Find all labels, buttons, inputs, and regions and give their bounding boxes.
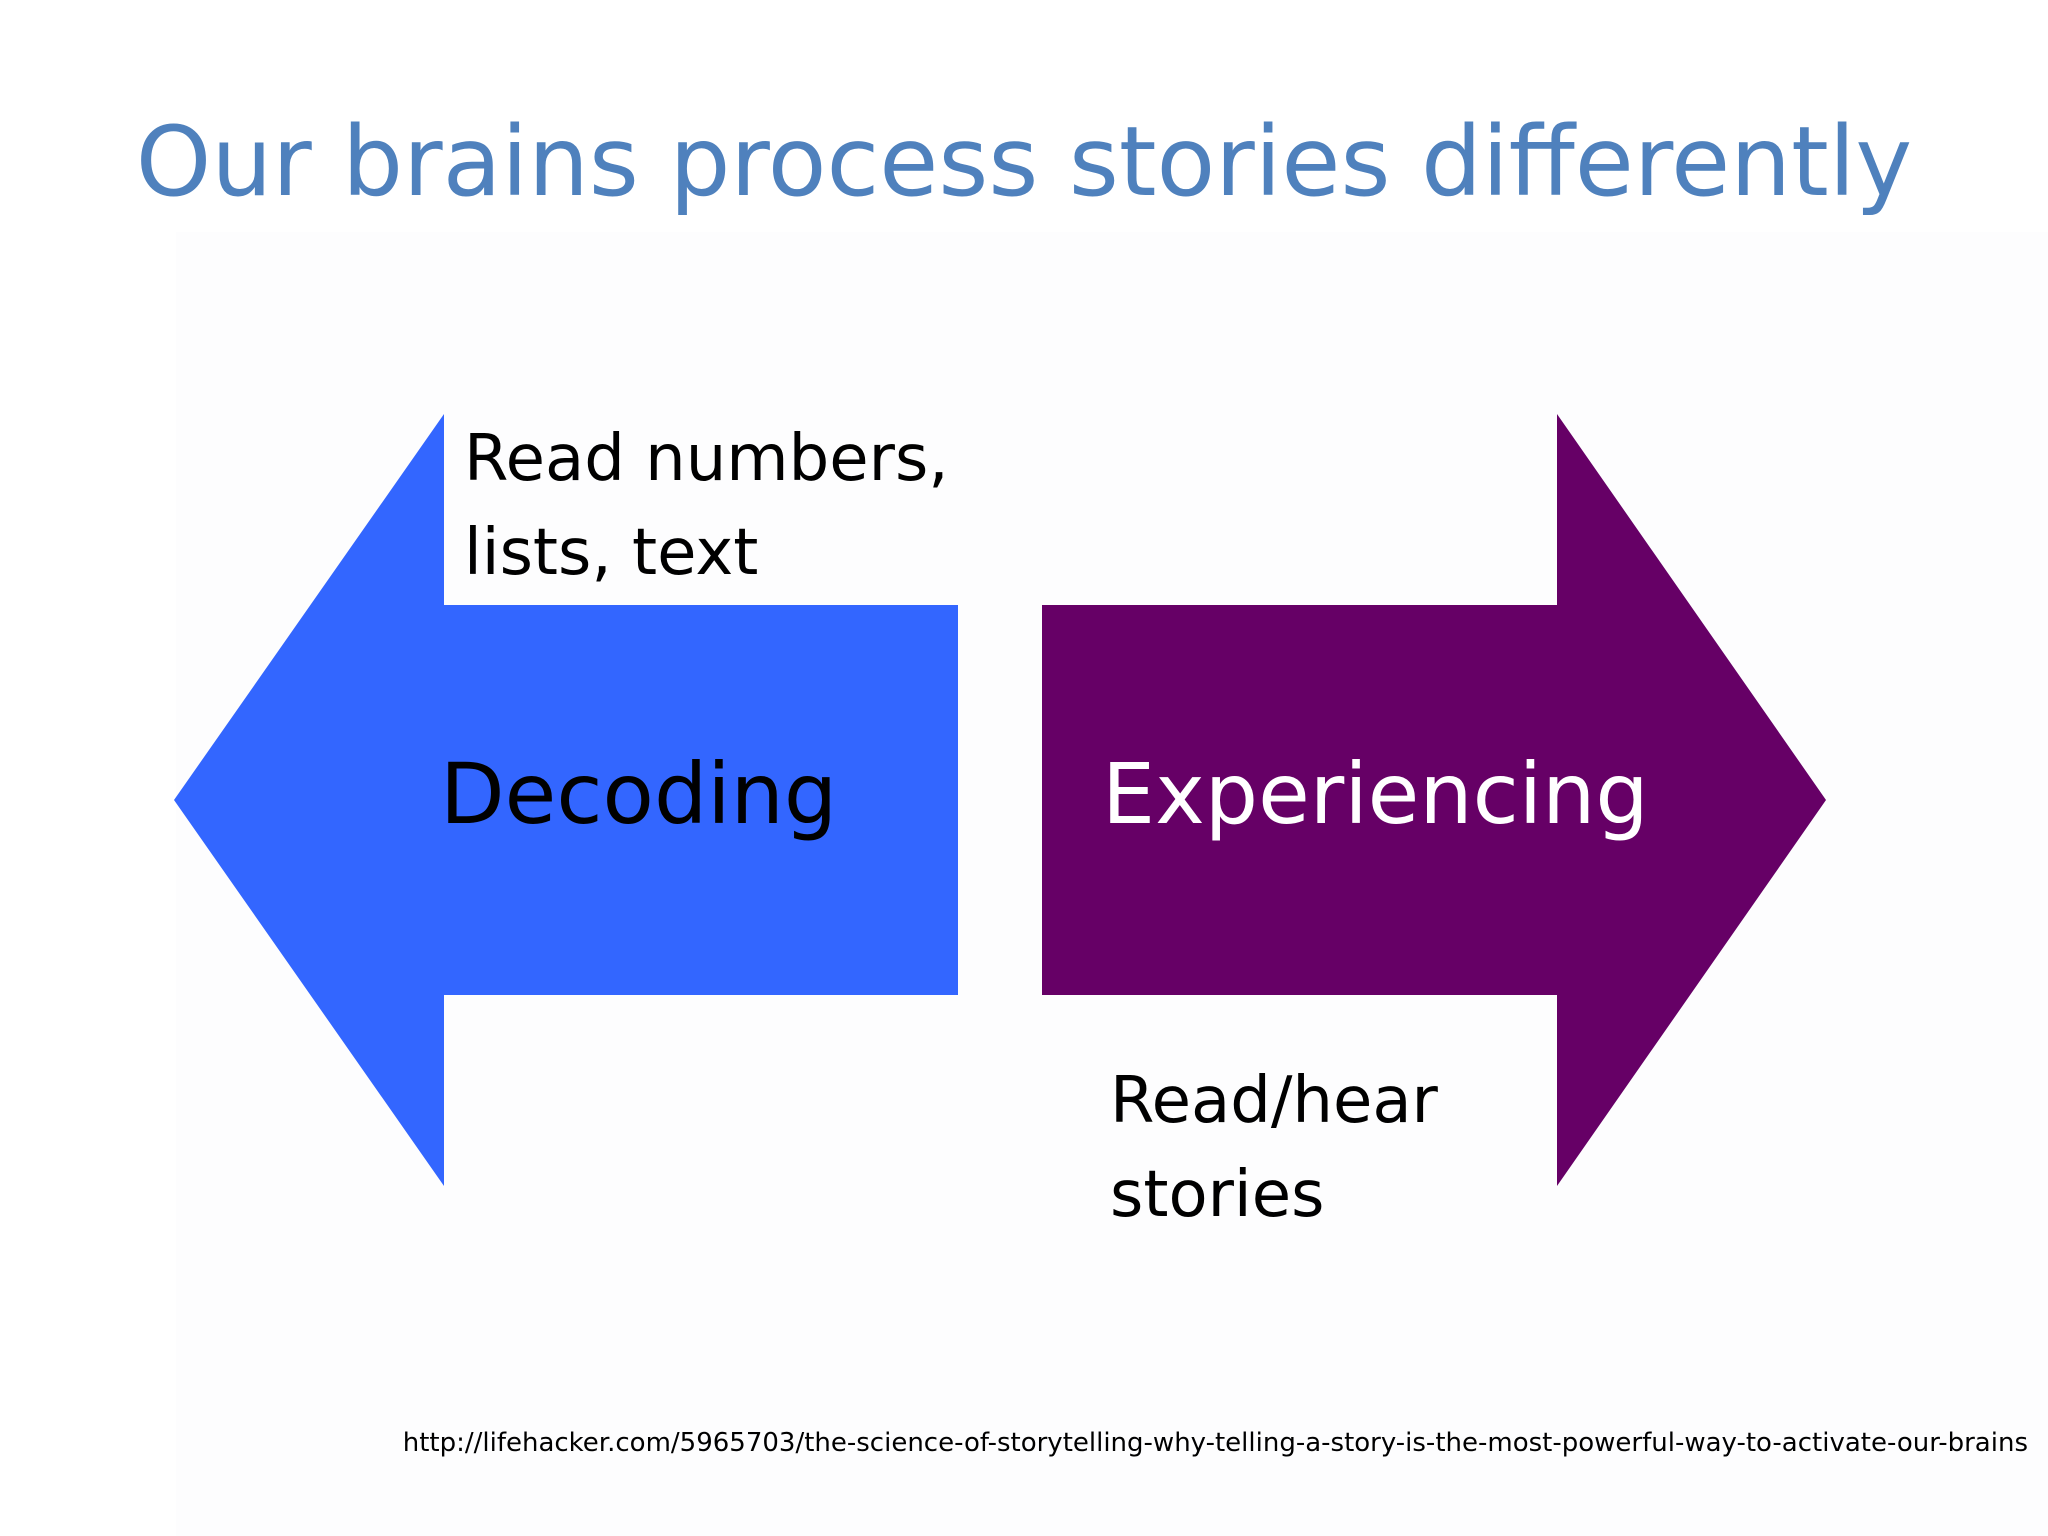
right-arrow-experiencing <box>1042 414 1826 1186</box>
source-link[interactable]: http://lifehacker.com/5965703/the-scienc… <box>402 1428 2028 1458</box>
right-caption-line-1: Read/hear <box>1110 1064 1438 1138</box>
left-arrow-decoding <box>174 414 958 1186</box>
right-caption-line-2: stories <box>1110 1158 1325 1232</box>
left-caption-line-2: lists, text <box>464 516 759 590</box>
experiencing-label: Experiencing <box>1102 745 1649 843</box>
left-caption-line-1: Read numbers, <box>464 422 949 496</box>
slide-title: Our brains process stories differently <box>135 106 1913 218</box>
decoding-label: Decoding <box>440 745 838 843</box>
left-caption: Read numbers, lists, text <box>464 412 949 600</box>
right-caption: Read/hear stories <box>1110 1054 1438 1242</box>
